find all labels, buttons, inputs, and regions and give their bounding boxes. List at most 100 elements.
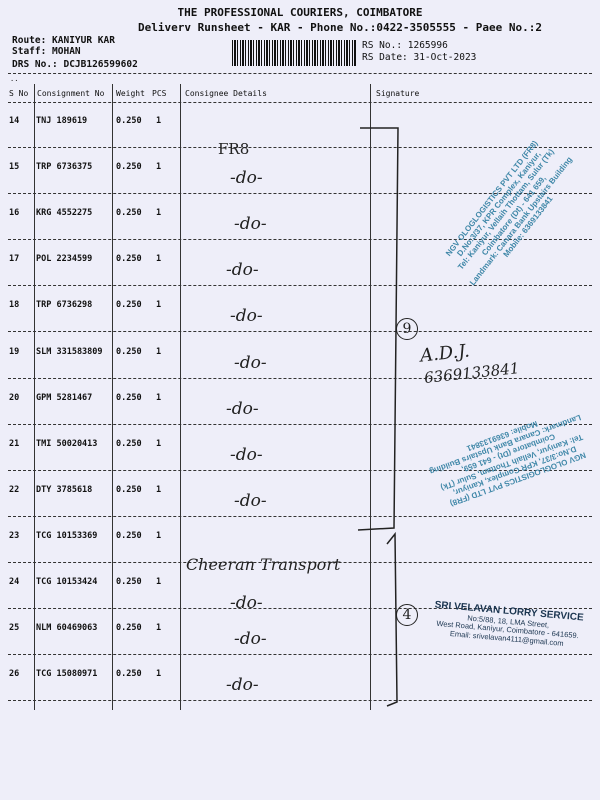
cell-cn: TNJ 189619 <box>36 116 88 126</box>
drs-no: DRS No.: DCJB126599602 <box>12 59 138 70</box>
col-weight: Weight <box>116 89 145 98</box>
cell-weight: 0.250 <box>116 254 142 265</box>
cell-pcs: 1 <box>156 577 162 587</box>
cell-weight: 0.250 <box>116 669 142 680</box>
cell-sno: 22 <box>9 484 20 495</box>
ditto-mark: -do- <box>230 168 263 189</box>
cell-weight: 0.250 <box>116 162 142 173</box>
divider <box>8 102 592 103</box>
cell-pcs: 1 <box>156 254 162 265</box>
row-divider <box>8 239 592 241</box>
cell-cn: GPM 5281467 <box>36 392 93 403</box>
cell-weight: 0.250 <box>116 623 142 634</box>
cell-weight: 0.250 <box>116 530 142 541</box>
cell-sno: 18 <box>9 300 20 311</box>
ditto-mark: -do- <box>230 306 263 327</box>
cell-pcs: 1 <box>156 530 162 541</box>
handwriting-fr8: FR8 <box>218 140 250 158</box>
cell-sno: 24 <box>9 577 20 587</box>
company-title: THE PROFESSIONAL COURIERS, COIMBATORE <box>177 6 423 19</box>
barcode <box>232 40 357 66</box>
cell-cn: NLM 60469063 <box>36 623 98 634</box>
cell-cn: SLM 331583809 <box>36 346 103 357</box>
row-divider <box>8 608 592 609</box>
ditto-mark: -do- <box>226 398 259 419</box>
column-line <box>370 84 371 710</box>
cell-cn: TMI 50020413 <box>36 438 98 449</box>
cell-sno: 16 <box>9 208 20 219</box>
col-sno: S No <box>9 89 29 98</box>
cell-pcs: 1 <box>156 116 162 126</box>
cell-pcs: 1 <box>156 623 162 634</box>
cell-sno: 15 <box>9 162 20 173</box>
ditto-mark: -do- <box>234 490 267 511</box>
row-divider <box>8 285 592 287</box>
cell-weight: 0.250 <box>116 116 142 126</box>
cell-pcs: 1 <box>156 392 162 403</box>
cell-weight: 0.250 <box>116 208 142 219</box>
cell-sno: 19 <box>9 346 20 357</box>
ditto-mark: -do- <box>226 675 259 696</box>
handwriting-cheran: Cheeran Transport <box>186 555 341 574</box>
cell-pcs: 1 <box>156 208 162 219</box>
signature: A.D.J. <box>419 340 471 367</box>
runsheet-subtitle: Deliverv Runsheet - KAR - Phone No.:0422… <box>138 21 542 34</box>
col-consignee: Consignee Details <box>185 89 267 98</box>
cell-weight: 0.250 <box>116 577 142 587</box>
cell-cn: TRP 6736298 <box>36 300 93 311</box>
cell-cn: TRP 6736375 <box>36 162 93 173</box>
sri-velavan-stamp: SRI VELAVAN LORRY SERVICE No:5/88, 18, L… <box>417 598 600 651</box>
ditto-mark: -do- <box>230 444 263 465</box>
cell-pcs: 1 <box>156 300 162 311</box>
route: Route: KANIYUR KAR <box>12 35 115 46</box>
ditto-mark: -do- <box>234 629 267 650</box>
rs-no: RS No.: 1265996 <box>362 40 448 51</box>
cell-weight: 0.250 <box>116 484 142 495</box>
handwriting-count: 9 <box>396 318 418 340</box>
ditto-mark: -do- <box>234 214 267 235</box>
cell-sno: 20 <box>9 392 20 403</box>
handwriting-count: 4 <box>396 604 418 626</box>
ditto-mark: -do- <box>234 352 267 373</box>
divider <box>8 73 592 74</box>
rs-date: RS Date: 31-Oct-2023 <box>362 52 477 63</box>
cell-sno: 25 <box>9 623 20 634</box>
cell-pcs: 1 <box>156 484 162 495</box>
cell-cn: POL 2234599 <box>36 254 93 265</box>
dots: .. <box>10 75 19 83</box>
ngv-logistics-stamp: NGV OLOGLOGISTICS PVT LTD (FR8)D.No:3/37… <box>443 138 574 287</box>
column-line <box>34 84 35 710</box>
ditto-mark: -do- <box>226 260 259 281</box>
row-divider <box>8 193 592 195</box>
ngv-logistics-stamp-2: NGV OLOGLOGISTICS PVT LTD (FR8)D.No:3/37… <box>428 413 588 509</box>
cell-sno: 17 <box>9 254 20 265</box>
row-divider <box>8 377 592 379</box>
row-divider <box>8 561 592 563</box>
row-divider <box>8 515 592 517</box>
column-line <box>180 84 181 710</box>
cell-sno: 23 <box>9 530 20 541</box>
cell-pcs: 1 <box>156 669 162 680</box>
col-signature: Signature <box>376 89 420 98</box>
row-divider <box>8 469 592 471</box>
cell-weight: 0.250 <box>116 300 142 311</box>
col-consignment: Consignment No <box>37 89 105 98</box>
column-line <box>112 84 113 710</box>
row-divider <box>8 700 592 702</box>
cell-sno: 21 <box>9 438 20 449</box>
cell-sno: 14 <box>9 116 20 126</box>
cell-weight: 0.250 <box>116 438 142 449</box>
cell-cn: KRG 4552275 <box>36 208 93 219</box>
row-divider <box>8 423 592 425</box>
cell-pcs: 1 <box>156 438 162 449</box>
cell-cn: TCG 10153369 <box>36 530 98 541</box>
cell-pcs: 1 <box>156 346 162 357</box>
row-divider <box>8 147 592 148</box>
ditto-mark: -do- <box>230 593 263 613</box>
cell-weight: 0.250 <box>116 346 142 357</box>
row-divider <box>8 654 592 656</box>
cell-sno: 26 <box>9 669 20 680</box>
cell-weight: 0.250 <box>116 392 142 403</box>
row-divider <box>8 331 592 333</box>
cell-cn: TCG 15080971 <box>36 669 98 680</box>
